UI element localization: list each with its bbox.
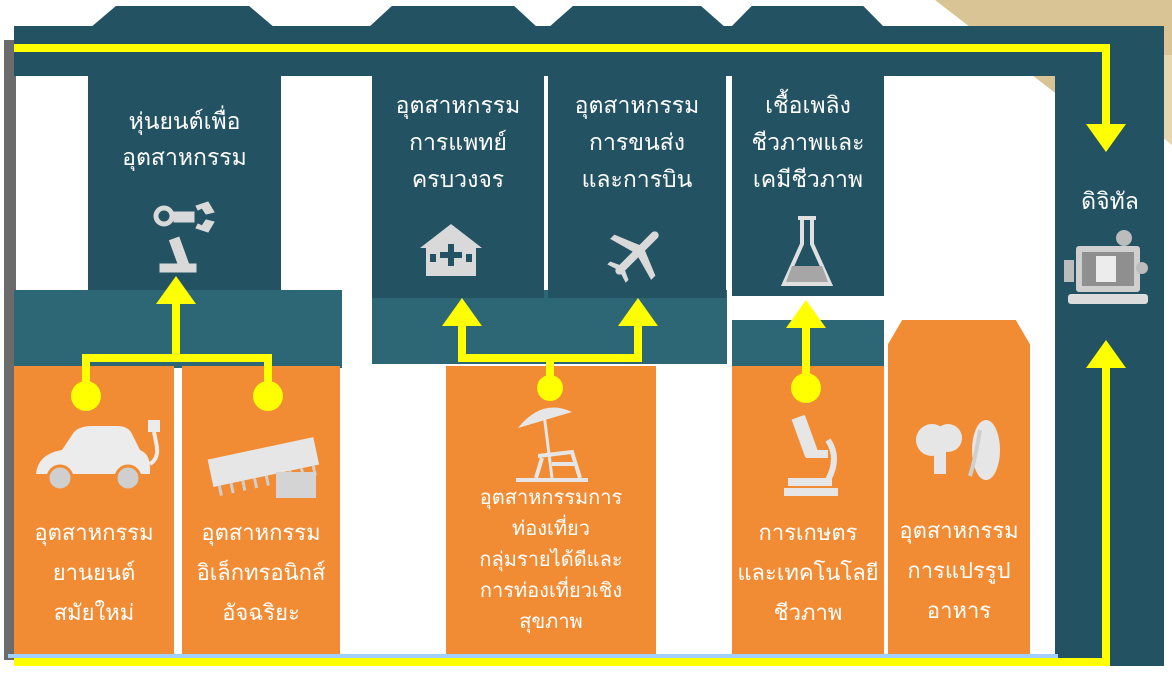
top-tab-3 — [548, 6, 726, 28]
arrowhead-aviation — [618, 298, 658, 326]
top-tab-2 — [368, 6, 538, 28]
digital-label: ดิจิทัล — [1081, 189, 1139, 215]
airplane-icon — [604, 220, 670, 286]
top-box-medical: อุตสาหกรรม การแพทย์ ครบวงจร — [372, 76, 544, 298]
bottom-box-agri-bio: การเกษตร และเทคโนโลยี ชีวภาพ — [732, 366, 884, 666]
bottom-box-tourism: อุตสาหกรรมการ ท่องเที่ยว กลุ่มรายได้ดีแล… — [446, 366, 656, 666]
microchip-icon — [204, 430, 324, 500]
bottom-box-agri-bio-label: การเกษตร และเทคโนโลยี ชีวภาพ — [737, 521, 879, 626]
robot-arm-icon — [150, 198, 222, 278]
hospital-icon — [418, 222, 484, 278]
bottom-box-tourism-label: อุตสาหกรรมการ ท่องเที่ยว กลุ่มรายได้ดีแล… — [479, 485, 623, 633]
top-box-aviation: อุตสาหกรรม การขนส่ง และการบิน — [548, 76, 726, 298]
top-loop-line — [14, 44, 1110, 130]
arrowhead-digital-up — [1086, 340, 1126, 368]
bottom-box-electronics: อุตสาหกรรม อิเล็กทรอนิกส์ อัจฉริยะ — [182, 366, 340, 666]
top-box-biofuel-label: เชื้อเพลิง ชีวภาพและ เคมีชีวภาพ — [751, 93, 865, 193]
teal-band-middle — [372, 290, 727, 364]
left-edge-bar — [4, 40, 16, 660]
robotics-connector — [82, 300, 272, 394]
arrowhead-digital-down — [1086, 124, 1126, 152]
arrowhead-robotics — [156, 276, 196, 304]
top-tab-4 — [730, 6, 885, 28]
bottom-loop-line — [14, 364, 1110, 666]
top-box-medical-label: อุตสาหกรรม การแพทย์ ครบวงจร — [395, 93, 521, 193]
bottom-box-food: อุตสาหกรรม การแปรรูป อาหาร — [888, 320, 1030, 666]
top-box-robotics: หุ่นยนต์เพื่อ อุตสาหกรรม — [88, 76, 281, 304]
bottom-box-automotive-label: อุตสาหกรรม ยานยนต์ สมัยใหม่ — [34, 521, 154, 626]
bottom-box-automotive: อุตสาหกรรม ยานยนต์ สมัยใหม่ — [14, 366, 174, 666]
flask-icon — [778, 214, 836, 290]
dot-automotive — [71, 381, 101, 411]
top-box-aviation-label: อุตสาหกรรม การขนส่ง และการบิน — [574, 93, 700, 193]
computer-icon — [1062, 224, 1158, 314]
dot-agri-bio — [791, 373, 821, 403]
top-box-biofuel: เชื้อเพลิง ชีวภาพและ เคมีชีวภาพ — [732, 76, 884, 296]
electric-car-icon — [32, 418, 162, 496]
microscope-icon — [776, 410, 842, 500]
dot-tourism — [537, 375, 563, 401]
top-box-robotics-label: หุ่นยนต์เพื่อ อุตสาหกรรม — [122, 109, 247, 171]
arrowhead-biofuel — [786, 300, 826, 328]
beach-umbrella-icon — [512, 398, 592, 484]
bottom-box-food-label: อุตสาหกรรม การแปรรูป อาหาร — [899, 519, 1019, 624]
bottom-box-electronics-label: อุตสาหกรรม อิเล็กทรอนิกส์ อัจฉริยะ — [196, 521, 326, 626]
dot-electronics — [253, 381, 283, 411]
broccoli-corn-icon — [910, 416, 1010, 486]
top-tab-1 — [90, 6, 275, 28]
bottom-glow-line — [8, 654, 1058, 658]
arrowhead-medical — [442, 298, 482, 326]
